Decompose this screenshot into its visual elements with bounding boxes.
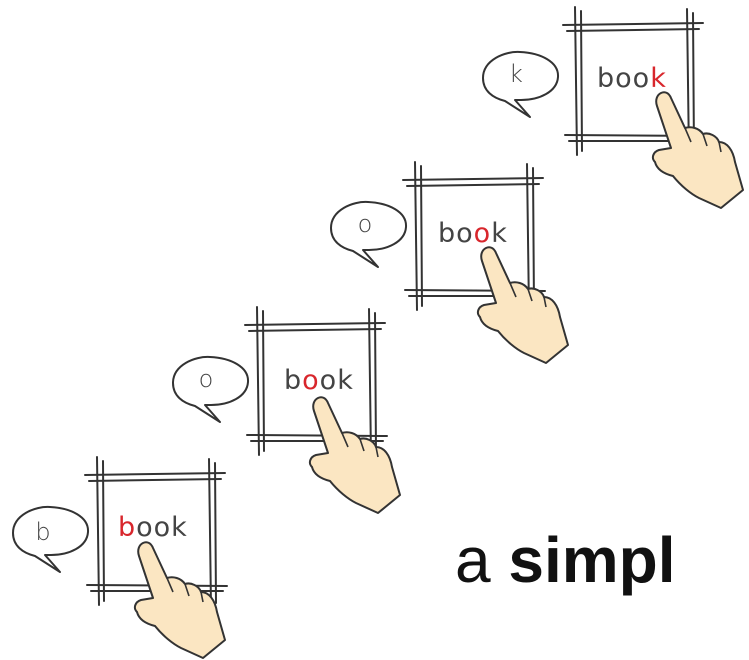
pointing-hand-icon [651, 91, 744, 209]
step-4: k book [475, 5, 744, 209]
word-before: bo [438, 218, 474, 249]
word-before: b [284, 365, 303, 396]
word-book: book [284, 365, 354, 396]
step-1: b book [0, 455, 260, 659]
word-after: ok [319, 365, 354, 396]
bubble-letter: b [35, 518, 51, 546]
step-3: o book [318, 160, 578, 364]
pointing-hand-icon [476, 246, 569, 364]
caption-text: a simpl [455, 528, 676, 592]
speech-bubble-icon [330, 200, 408, 268]
bubble-letter: o [198, 365, 214, 393]
word-book: book [597, 63, 667, 94]
sketch-frame [402, 161, 546, 313]
word-highlight: o [302, 365, 320, 396]
speech-bubble-icon [12, 505, 90, 573]
speech-bubble-icon [172, 355, 250, 423]
word-book: book [438, 218, 508, 249]
caption-lead: a [455, 524, 509, 596]
word-highlight: o [473, 218, 492, 249]
bubble-letter: o [357, 210, 373, 238]
caption-bold: simpl [508, 524, 676, 596]
word-after: k [491, 218, 508, 249]
pointing-hand-icon [133, 541, 226, 659]
word-before: boo [597, 63, 651, 94]
step-2: o book [160, 305, 420, 514]
bubble-letter: k [509, 60, 523, 88]
word-highlight: b [118, 512, 137, 543]
speech-bubble-icon [482, 50, 560, 118]
pointing-hand-icon [308, 396, 401, 514]
word-book: book [118, 512, 188, 543]
word-highlight: k [650, 63, 667, 94]
word-after: ook [136, 512, 188, 543]
